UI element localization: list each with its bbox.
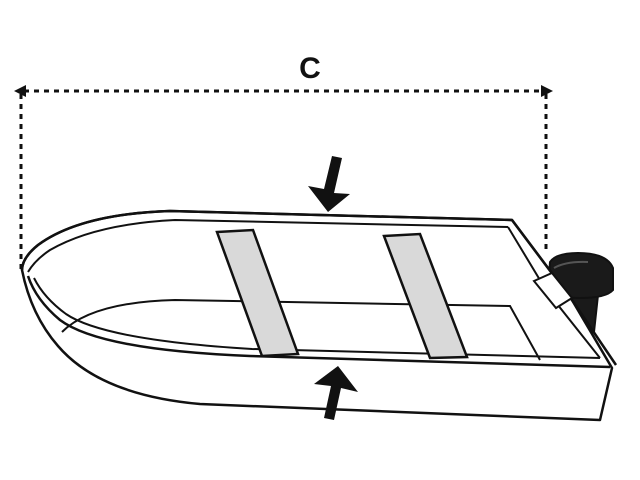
- rear-seat: [382, 232, 469, 360]
- down-arrow-icon: [308, 156, 350, 212]
- dimension-label-c: C: [299, 52, 321, 85]
- up-arrow-icon: [314, 366, 358, 420]
- dimension-line-c: [19, 89, 548, 270]
- boat-icon: [20, 209, 618, 422]
- dimension-arrowheads: [14, 85, 553, 97]
- front-seat: [215, 228, 300, 358]
